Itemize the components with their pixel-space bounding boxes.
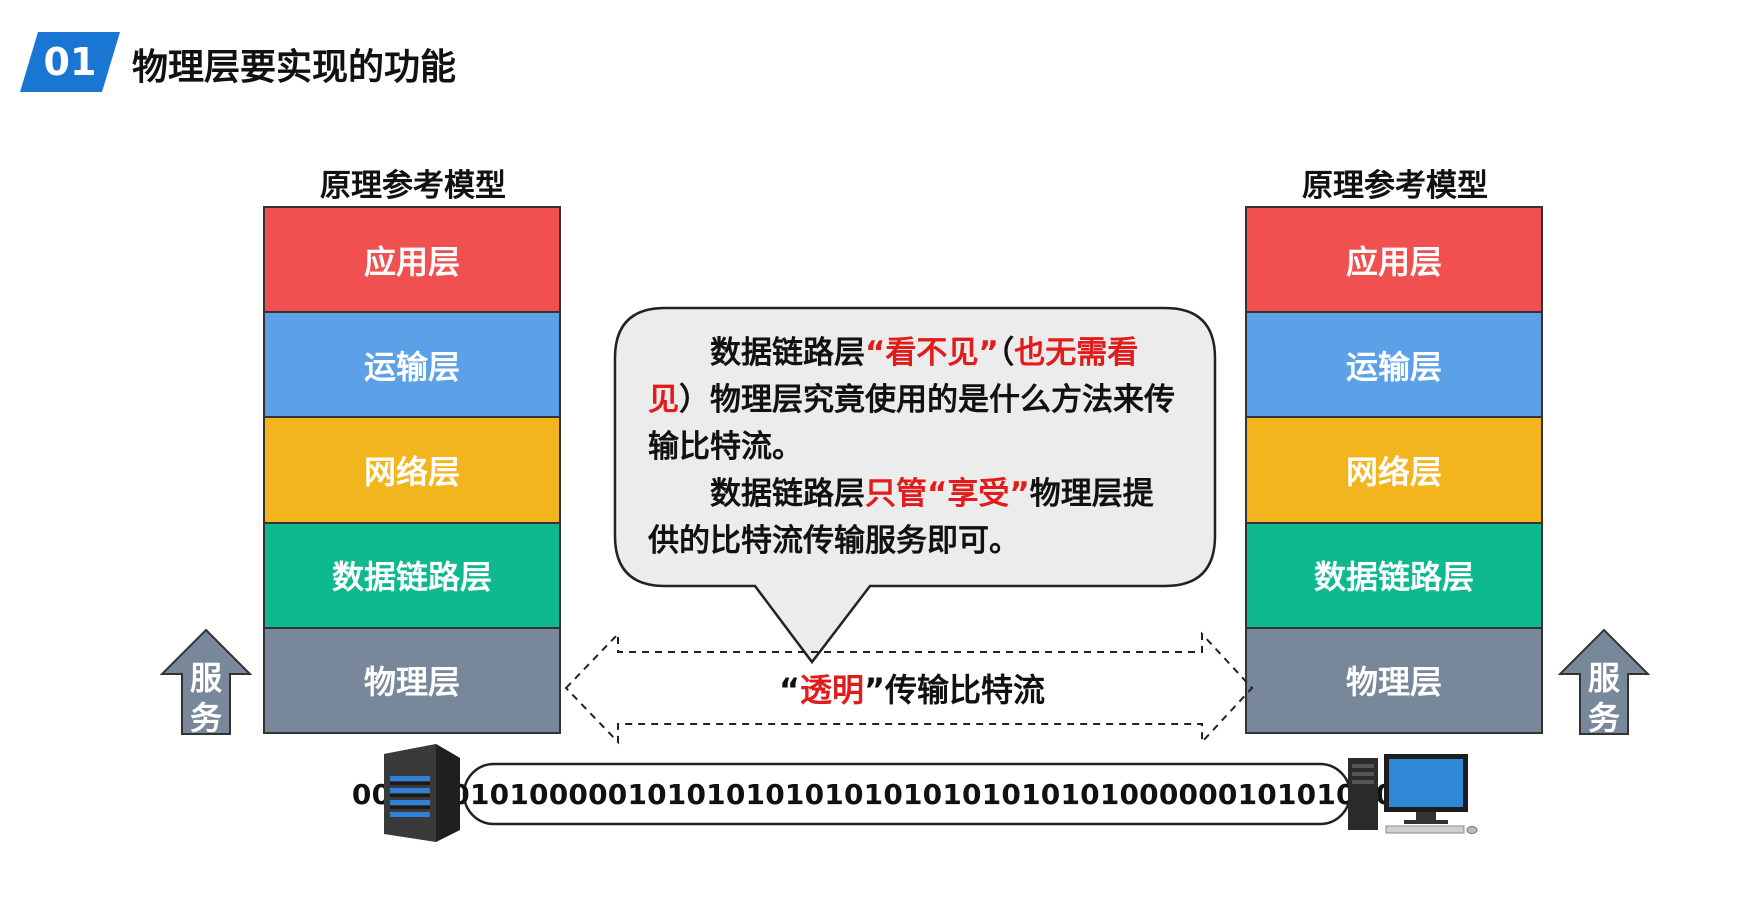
speech-p2-b: 只管 — [865, 476, 927, 512]
speech-p1-d: 也无需看见 — [648, 335, 1139, 418]
speech-p2-d: 物理层提供的比特流传输服务即可。 — [648, 476, 1154, 559]
right-stack-title: 原理参考模型 — [1302, 168, 1488, 204]
right-layer-transport: 运输层 — [1247, 313, 1541, 419]
speech-p1-c: （ — [998, 335, 1015, 371]
right-service-arrow-icon — [1558, 628, 1650, 735]
server-icon — [384, 744, 460, 842]
left-service-arrow-icon — [160, 628, 252, 735]
left-service-char-2: 务 — [189, 699, 222, 737]
right-layer-network: 网络层 — [1247, 418, 1541, 524]
speech-p1-a: 数据链路层 — [710, 335, 865, 371]
speech-p2-a: 数据链路层 — [710, 476, 865, 512]
speech-p1-b: “看不见” — [865, 335, 999, 371]
right-layer-datalink: 数据链路层 — [1247, 523, 1541, 629]
section-number: 01 — [43, 40, 97, 84]
speech-paragraph-1: 数据链路层“看不见”（也无需看见）物理层究竟使用的是什么方法来传输比特流。 — [648, 330, 1182, 471]
transparent-quote: “ — [778, 671, 800, 709]
left-service-char-1: 服 — [189, 659, 222, 697]
left-osi-stack: 应用层 运输层 网络层 数据链路层 物理层 — [263, 206, 561, 734]
bitstream-text: 0010101010000010101010101010101010101010… — [351, 777, 1455, 811]
section-number-badge: 01 — [20, 32, 120, 92]
left-layer-network: 网络层 — [265, 418, 559, 524]
speech-p2-c: “享受” — [927, 476, 1030, 512]
transparent-rest: ”传输比特流 — [864, 671, 1046, 709]
left-layer-physical: 物理层 — [265, 628, 559, 733]
right-service-label: 服 务 — [1586, 658, 1622, 738]
right-layer-physical: 物理层 — [1247, 628, 1541, 733]
page-title: 物理层要实现的功能 — [132, 47, 457, 88]
right-layer-application: 应用层 — [1247, 208, 1541, 314]
left-layer-datalink: 数据链路层 — [265, 523, 559, 629]
right-service-char-2: 务 — [1587, 699, 1620, 737]
left-stack-title: 原理参考模型 — [320, 168, 506, 204]
right-osi-stack: 应用层 运输层 网络层 数据链路层 物理层 — [1245, 206, 1543, 734]
speech-bubble — [613, 306, 1217, 665]
transparent-transfer-label: “透明”传输比特流 — [742, 665, 1082, 711]
speech-text: 数据链路层“看不见”（也无需看见）物理层究竟使用的是什么方法来传输比特流。 数据… — [620, 308, 1210, 586]
transparent-transfer-arrow — [564, 631, 1254, 745]
desktop-computer-icon — [1348, 754, 1478, 834]
right-service-char-1: 服 — [1587, 659, 1620, 697]
left-layer-transport: 运输层 — [265, 313, 559, 419]
left-service-label: 服 务 — [188, 658, 224, 738]
speech-paragraph-2: 数据链路层只管“享受”物理层提供的比特流传输服务即可。 — [648, 471, 1182, 565]
left-layer-application: 应用层 — [265, 208, 559, 314]
speech-p1-e: ）物理层究竟使用的是什么方法来传输比特流。 — [648, 382, 1175, 465]
transparent-word: 透明 — [799, 671, 864, 709]
